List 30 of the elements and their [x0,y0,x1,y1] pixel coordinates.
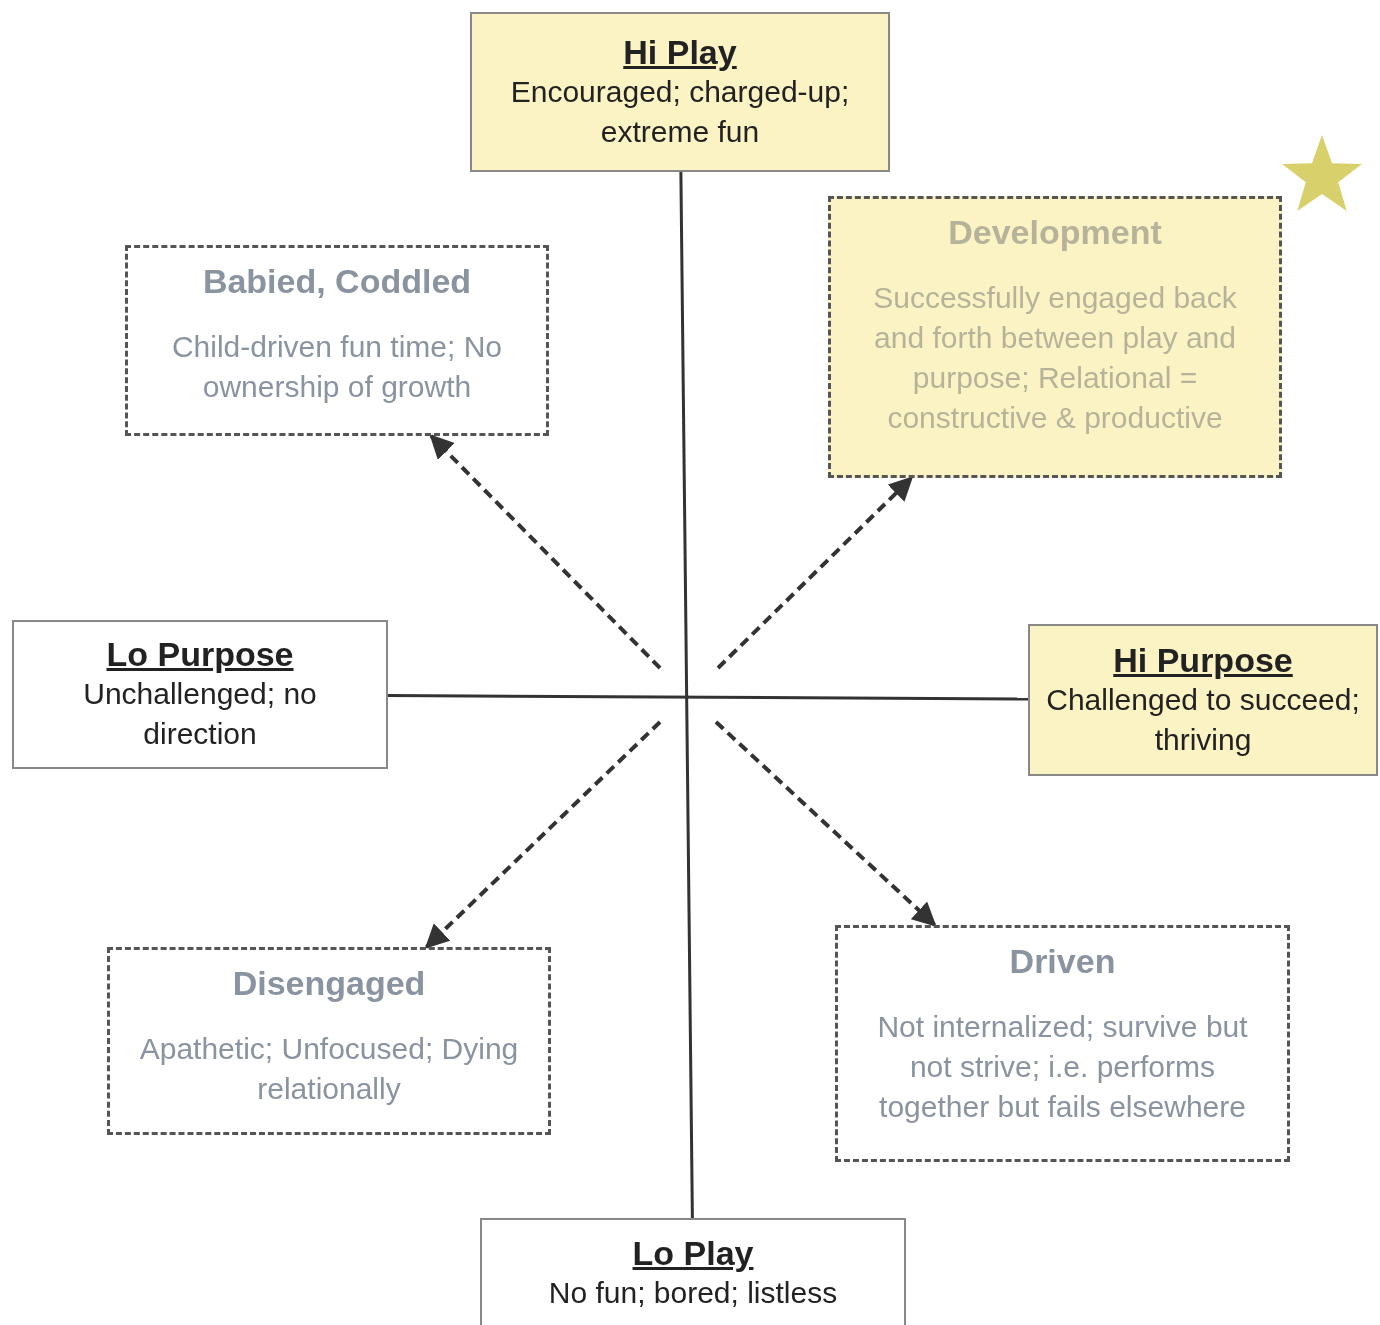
description: Not internalized; survive but not strive; i.e. performs together but fails elsewhere [876,1009,1249,1125]
description: Apathetic; Unfocused; Dying relationally [138,1031,520,1107]
axis-label-box [470,12,890,172]
arrow [716,476,914,670]
heading: Development [948,213,1162,252]
arrow [424,720,662,949]
heading: Hi Purpose [1113,640,1293,680]
description: Child-driven fun time; No ownership of growth [170,329,504,405]
axis-label-box [480,1218,906,1325]
axis-line [679,172,694,1218]
description: Challenged to succeed; thriving [1045,681,1361,758]
quadrant-box [107,947,551,1135]
description: No fun; bored; listless [548,1274,838,1311]
heading: Driven [1009,942,1116,981]
heading: Disengaged [232,964,426,1003]
axis-label-box [1028,624,1378,776]
description: Encouraged; charged-up; extreme fun [509,73,851,150]
heading: Babied, Coddled [202,262,472,301]
quadrant-box [828,196,1282,478]
axis-label-box [12,620,388,769]
description: Unchallenged; no direction [82,676,318,752]
heading: Lo Play [632,1233,754,1273]
description: Successfully engaged back and forth between play and purpose; Relational = constructive & productive [872,280,1238,436]
quadrant-box [835,925,1290,1162]
arrow [429,434,662,670]
quadrant-box [125,245,549,436]
arrow [714,720,937,927]
axis-line [388,694,1028,701]
heading: Lo Purpose [106,635,294,674]
heading: Hi Play [623,32,737,72]
